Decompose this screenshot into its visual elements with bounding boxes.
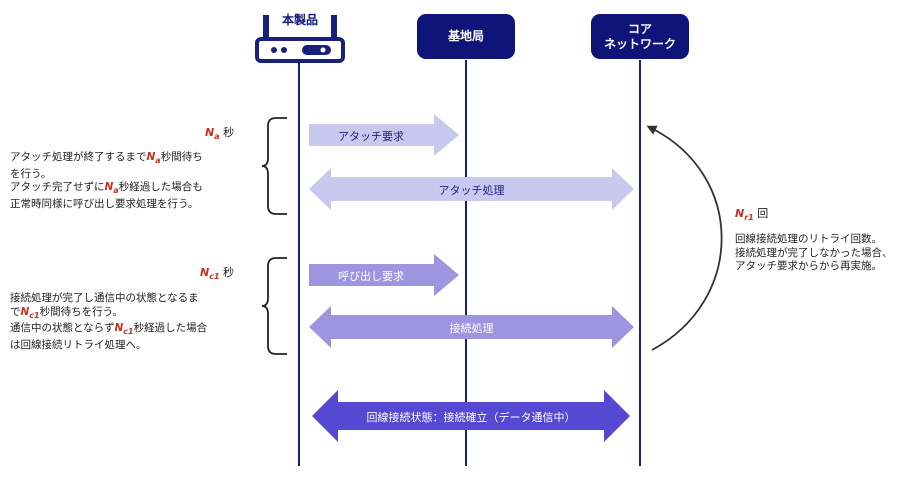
attach-brace xyxy=(261,117,287,215)
established-label: 回線接続状態：接続確立（データ通信中） xyxy=(366,411,576,424)
attach-process-arrow xyxy=(309,168,634,210)
attach-request-label: アタッチ要求 xyxy=(338,130,404,143)
call-timer-title: Nc1 秒 xyxy=(200,266,235,282)
core-network-label-line-2: ネットワーク xyxy=(603,36,676,51)
core-network-label-line-1: コア xyxy=(627,21,652,36)
retry-title: Nr1 回 xyxy=(735,207,769,223)
device-label: 本製品 xyxy=(281,13,318,27)
connect-process-arrow xyxy=(309,306,634,348)
established-arrow xyxy=(312,390,630,442)
base-station-header: 基地局 xyxy=(417,14,515,59)
call-brace xyxy=(261,257,287,355)
base-station-label: 基地局 xyxy=(447,29,484,43)
attach-timer-title: Na 秒 xyxy=(205,126,235,142)
core-network-header: コア ネットワーク xyxy=(591,14,689,59)
retry-curve-arrow xyxy=(646,125,723,351)
attach-process-label: アタッチ処理 xyxy=(438,184,505,197)
call-description: 接続処理が完了し通信中の状態となるま でNc1秒間待ちを行う。 通信中の状態とな… xyxy=(10,292,208,351)
call-request-arrow xyxy=(309,254,459,296)
call-request-label: 呼び出し要求 xyxy=(338,270,404,283)
retry-description: 回線接続処理のリトライ回数。 接続処理が完了しなかった場合、 アタッチ要求からか… xyxy=(735,233,893,272)
attach-description: アタッチ処理が終了するまでNa秒間待ち を行う。 アタッチ完了せずにNa秒経過し… xyxy=(10,151,203,210)
router-device-icon xyxy=(255,15,345,63)
attach-request-arrow xyxy=(309,114,459,156)
connect-process-label: 接続処理 xyxy=(449,322,494,335)
